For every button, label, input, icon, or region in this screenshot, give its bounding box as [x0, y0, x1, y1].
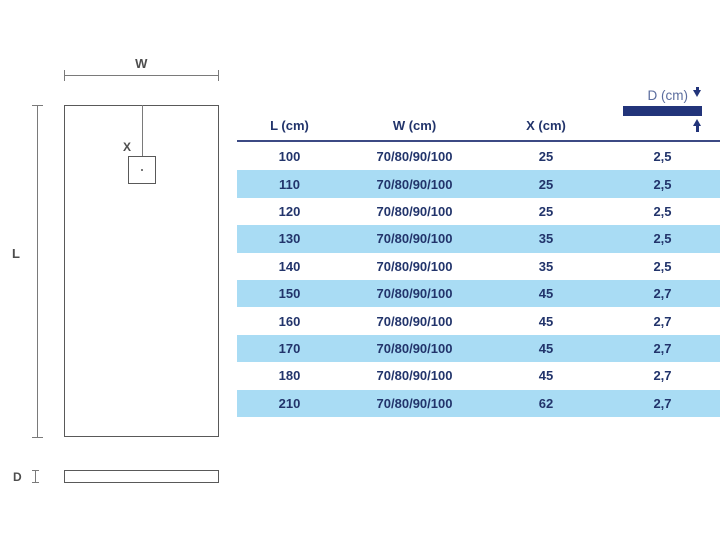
drain-offset-label: X	[123, 140, 132, 154]
table-row: 120 70/80/90/100 25 2,5	[237, 198, 720, 225]
depth-dimension-line	[35, 470, 36, 483]
cell-length: 160	[278, 313, 301, 329]
cell-width: 70/80/90/100	[376, 176, 453, 192]
cell-depth: 2,7	[653, 313, 672, 329]
cell-drain-offset: 25	[538, 176, 554, 192]
cell-length: 110	[279, 176, 300, 192]
cell-depth: 2,7	[653, 368, 672, 384]
cell-depth: 2,7	[653, 395, 672, 411]
cell-depth: 2,5	[653, 203, 672, 219]
shower-tray-side-view	[64, 470, 219, 483]
cell-drain-offset: 45	[538, 286, 554, 302]
cell-depth: 2,5	[653, 231, 672, 247]
length-dimension-tick-bottom	[32, 437, 43, 438]
cell-width: 70/80/90/100	[376, 313, 453, 329]
cell-width: 70/80/90/100	[376, 258, 453, 274]
depth-label: D	[13, 470, 22, 484]
cell-depth: 2,7	[653, 286, 672, 302]
table-row: 210 70/80/90/100 62 2,7	[237, 389, 720, 417]
cell-depth: 2,5	[653, 149, 672, 165]
arrow-up-icon	[693, 119, 701, 132]
cell-drain-offset: 45	[538, 340, 554, 356]
cell-length: 210	[278, 395, 301, 411]
cell-length: 170	[278, 340, 301, 356]
cell-width: 70/80/90/100	[376, 340, 453, 356]
cell-length: 100	[278, 149, 301, 165]
cell-width: 70/80/90/100	[376, 395, 453, 411]
cell-length: 140	[278, 258, 301, 274]
width-label: W	[135, 56, 148, 71]
table-row: 130 70/80/90/100 35 2,5	[237, 225, 720, 253]
cell-drain-offset: 25	[538, 149, 554, 165]
column-header-width: W (cm)	[392, 117, 437, 133]
cell-drain-offset: 62	[538, 395, 554, 411]
depth-profile-bar	[623, 106, 702, 116]
cell-drain-offset: 25	[538, 203, 554, 219]
cell-depth: 2,7	[653, 340, 672, 356]
column-header-drain-offset: X (cm)	[526, 117, 566, 133]
table-row: 180 70/80/90/100 45 2,7	[237, 362, 720, 389]
depth-column-header-graphic: D (cm)	[590, 87, 720, 136]
cell-length: 120	[278, 203, 301, 219]
column-header-depth: D (cm)	[647, 88, 689, 103]
dimensions-table: L (cm) W (cm) X (cm) D (cm) 100 70/80/90/…	[237, 0, 720, 540]
width-dimension-line	[64, 75, 219, 76]
arrow-down-icon	[693, 87, 701, 97]
cell-width: 70/80/90/100	[376, 286, 453, 302]
cell-length: 150	[278, 286, 301, 302]
cell-depth: 2,5	[653, 176, 672, 192]
table-header-row: L (cm) W (cm) X (cm)	[237, 112, 720, 138]
cell-length: 180	[278, 368, 301, 384]
drain-center-dot	[141, 169, 143, 171]
cell-drain-offset: 45	[538, 313, 554, 329]
column-header-length: L (cm)	[270, 117, 309, 133]
cell-depth: 2,5	[653, 258, 672, 274]
length-dimension-line	[37, 105, 38, 437]
cell-drain-offset: 35	[538, 258, 554, 274]
table-row: 160 70/80/90/100 45 2,7	[237, 307, 720, 334]
cell-drain-offset: 35	[538, 231, 554, 247]
drain-square	[128, 156, 156, 184]
drain-offset-dimension-line	[142, 105, 144, 171]
header-divider	[237, 140, 720, 142]
cell-width: 70/80/90/100	[376, 231, 453, 247]
length-label: L	[12, 246, 20, 261]
table-row: 110 70/80/90/100 25 2,5	[237, 170, 720, 198]
table-row: 170 70/80/90/100 45 2,7	[237, 334, 720, 363]
cell-drain-offset: 45	[538, 368, 554, 384]
table-row: 100 70/80/90/100 25 2,5	[237, 143, 720, 170]
cell-width: 70/80/90/100	[376, 203, 453, 219]
cell-width: 70/80/90/100	[376, 149, 453, 165]
cell-length: 130	[278, 231, 301, 247]
table-row: 140 70/80/90/100 35 2,5	[237, 253, 720, 280]
table-row: 150 70/80/90/100 45 2,7	[237, 280, 720, 308]
cell-width: 70/80/90/100	[376, 368, 453, 384]
technical-drawing: W L X D	[0, 0, 236, 540]
